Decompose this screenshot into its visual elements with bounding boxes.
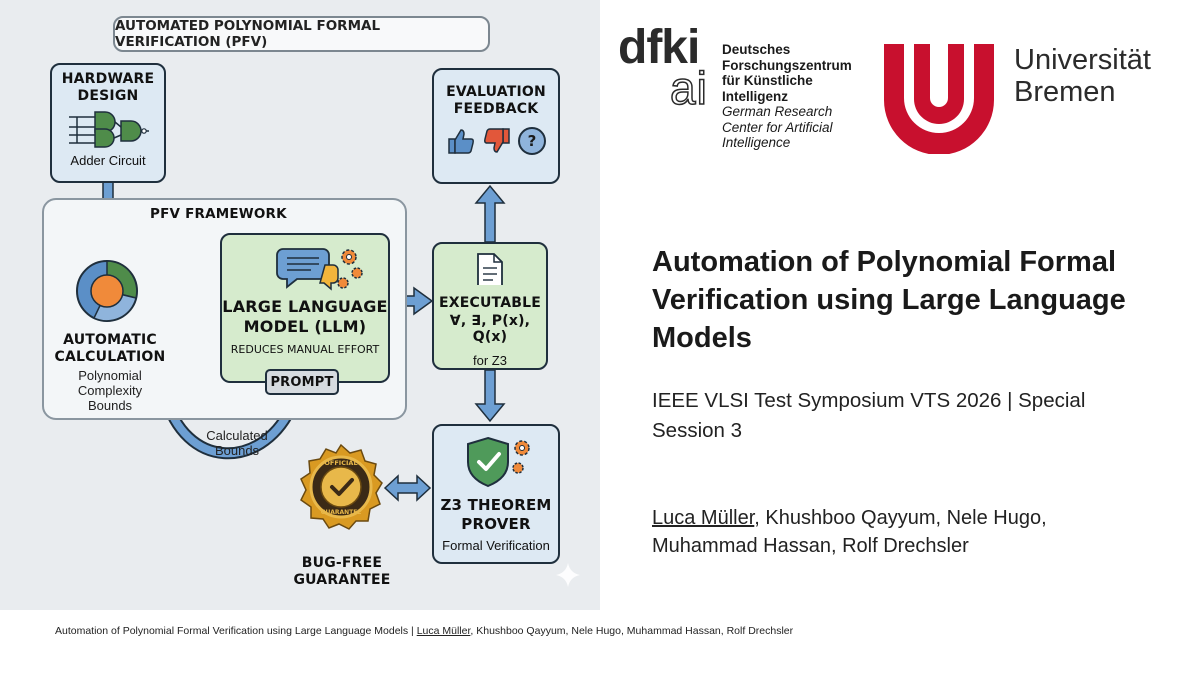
arrow-badge-z3 — [383, 474, 432, 502]
dfki-italic-1: German Research — [722, 104, 833, 119]
calculated-bounds-1: Calculated — [206, 428, 268, 443]
badge-label-2: GUARANTEE — [293, 572, 391, 588]
executable-title: EXECUTABLE — [438, 295, 542, 311]
presenting-author: Luca Müller — [652, 507, 755, 529]
title-line-3: Models — [652, 322, 752, 354]
ai-mark: ai — [669, 62, 708, 114]
subtitle-line-2: Session 3 — [652, 419, 743, 442]
feedback-icons: ? — [446, 126, 546, 156]
slide-subtitle: IEEE VLSI Test Symposium VTS 2026 | Spec… — [652, 386, 1182, 446]
llm-title-1: LARGE LANGUAGE — [222, 297, 388, 316]
pie-calculation-icon — [76, 260, 138, 322]
z3-prover-box: Z3 THEOREM PROVER Formal Verification — [432, 424, 560, 564]
calc-caption: Polynomial Complexity Bounds — [48, 368, 172, 413]
llm-caption: REDUCES MANUAL EFFORT — [230, 343, 380, 356]
dfki-italic-2: Center for Artificial — [722, 119, 833, 135]
dfki-line-1: Deutsches — [722, 42, 791, 57]
calculated-bounds-2: Bounds — [214, 443, 260, 458]
evaluation-title-1: EVALUATION — [446, 84, 546, 100]
pfv-diagram: AUTOMATED POLYNOMIAL FORMAL VERIFICATION… — [0, 0, 600, 610]
shield-check-icon — [467, 436, 530, 488]
dfki-mark: dfki — [618, 21, 700, 74]
arrow-exec-to-eval — [474, 184, 506, 243]
executable-caption: for Z3 — [473, 353, 507, 368]
thumbs-down-icon — [484, 128, 510, 153]
llm-box: LARGE LANGUAGE MODEL (LLM) REDUCES MANUA… — [220, 233, 390, 383]
calc-caption-1: Polynomial — [78, 368, 142, 383]
badge-label: BUG-FREE GUARANTEE — [292, 555, 392, 589]
hardware-title-2: DESIGN — [77, 88, 139, 104]
title-line-2: Verification using Large Language — [652, 284, 1126, 316]
hardware-title-1: HARDWARE — [61, 71, 155, 87]
document-icon — [477, 253, 503, 285]
slide-authors: Luca Müller, Khushboo Qayyum, Nele Hugo,… — [652, 504, 1182, 560]
question-icon: ? — [518, 127, 546, 155]
z3-title-2: PROVER — [461, 515, 531, 533]
hardware-design-box: HARDWARE DESIGN Adder Circuit — [50, 63, 166, 183]
bremen-line-1: Universität — [1014, 44, 1151, 76]
arrow-exec-to-z3 — [474, 369, 506, 423]
slide-title: Automation of Polynomial Formal Verifica… — [652, 243, 1182, 357]
bremen-text: Universität Bremen — [1014, 44, 1151, 108]
footer-authors: , Khushboo Qayyum, Nele Hugo, Muhammad H… — [470, 625, 794, 637]
banner-text: AUTOMATED POLYNOMIAL FORMAL VERIFICATION… — [115, 18, 381, 50]
calculated-bounds-label: Calculated Bounds — [192, 428, 282, 458]
authors-line-1: , Khushboo Qayyum, Nele Hugo, — [754, 507, 1047, 529]
badge-label-1: BUG-FREE — [301, 555, 383, 571]
footer-presenting-author: Luca Müller — [416, 625, 471, 637]
sparkle-icon — [556, 563, 580, 587]
z3-caption: Formal Verification — [442, 538, 550, 553]
guarantee-seal-icon: OFFICIAL GUARANTEE — [300, 444, 383, 530]
executable-box: EXECUTABLE ∀, ∃, P(x), Q(x) for Z3 — [432, 242, 548, 370]
evaluation-feedback-box: EVALUATION FEEDBACK ? — [432, 68, 560, 184]
thumbs-up-icon — [448, 129, 474, 154]
logic-gates-icon — [69, 111, 149, 148]
calc-title: AUTOMATIC CALCULATION — [48, 332, 172, 366]
calc-caption-3: Bounds — [87, 398, 133, 413]
prompt-tag: PROMPT — [265, 369, 339, 395]
footer: Automation of Polynomial Formal Verifica… — [55, 625, 793, 637]
subtitle-line-1: IEEE VLSI Test Symposium VTS 2026 | Spec… — [652, 389, 1086, 412]
framework-label: PFV FRAMEWORK — [150, 206, 287, 222]
hardware-caption: Adder Circuit — [70, 153, 146, 168]
dfki-italic-3: Intelligence — [722, 135, 791, 150]
calc-caption-2: Complexity — [77, 383, 143, 398]
calc-title-1: AUTOMATIC — [63, 332, 157, 348]
seal-bottom-text: GUARANTEE — [321, 509, 362, 516]
dfki-line-4: Intelligenz — [722, 88, 789, 104]
seal-top-text: OFFICIAL — [324, 459, 357, 467]
footer-title: Automation of Polynomial Formal Verifica… — [55, 625, 417, 637]
authors-line-2: Muhammad Hassan, Rolf Drechsler — [652, 535, 969, 557]
diagram-banner: AUTOMATED POLYNOMIAL FORMAL VERIFICATION… — [113, 16, 490, 52]
dfki-line-2: Forschungszentrum — [722, 57, 852, 73]
z3-title-1: Z3 THEOREM — [440, 496, 552, 514]
dfki-text: Deutsches Forschungszentrum für Künstlic… — [722, 42, 852, 151]
bremen-u-logo — [884, 44, 994, 154]
dfki-line-3: für Künstliche — [722, 73, 813, 88]
llm-title-2: MODEL (LLM) — [243, 317, 367, 336]
title-line-1: Automation of Polynomial Formal — [652, 246, 1117, 278]
bremen-line-2: Bremen — [1014, 76, 1116, 108]
calc-title-2: CALCULATION — [54, 349, 166, 365]
executable-formula: ∀, ∃, P(x), Q(x) — [449, 313, 531, 345]
chat-gears-icon — [276, 248, 363, 291]
evaluation-title-2: FEEDBACK — [453, 101, 539, 117]
